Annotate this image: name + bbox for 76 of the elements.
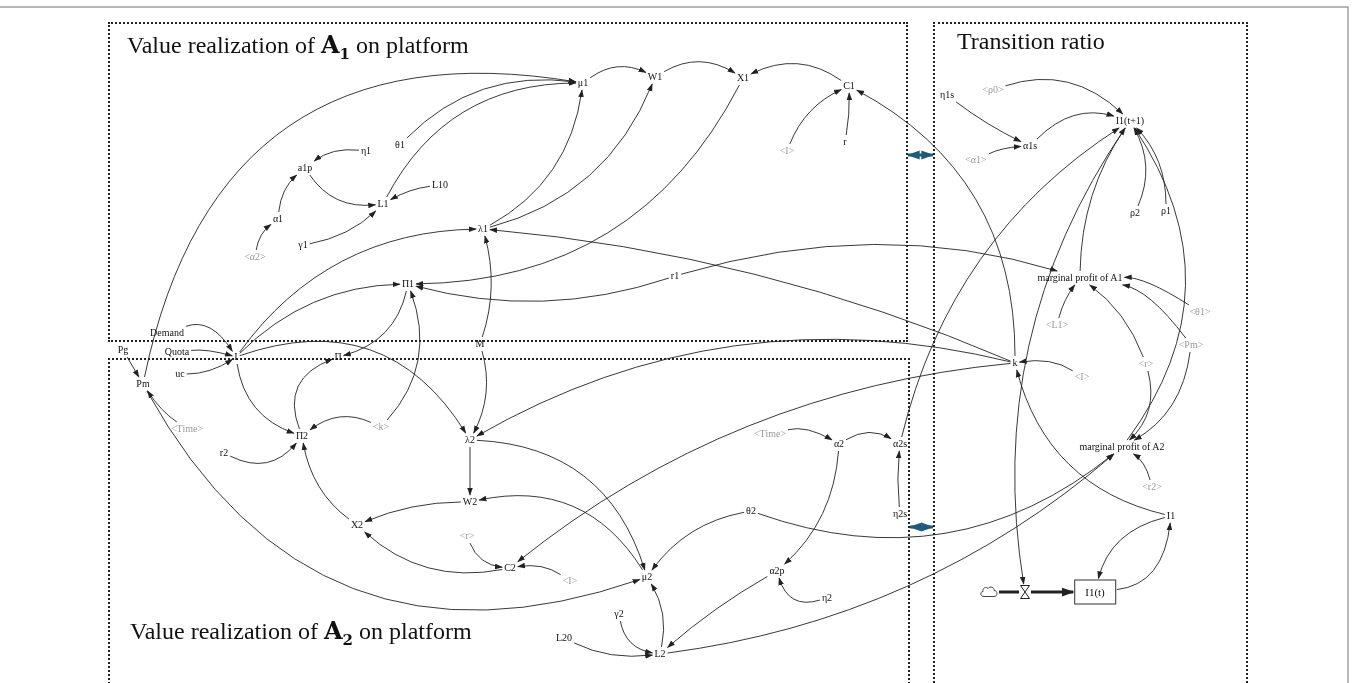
- variable-label: L20: [554, 632, 574, 644]
- variable-label: uc: [174, 368, 186, 380]
- variable-label: Π2: [294, 430, 310, 442]
- variable-label: λ2: [464, 434, 476, 446]
- variable-label: marginal profit of A1: [1036, 272, 1124, 284]
- variable-label: Quota: [163, 346, 191, 358]
- shadow-variable-label: <k>: [371, 421, 391, 433]
- shadow-variable-label: <Pm>: [1177, 339, 1205, 351]
- shadow-variable-label: <θ1>: [1188, 306, 1212, 318]
- variable-label: r: [842, 136, 848, 148]
- variable-label: L10: [430, 179, 450, 191]
- group-title: Transition ratio: [957, 28, 1105, 55]
- variable-label: W2: [461, 496, 479, 508]
- variable-label: Pm: [135, 378, 151, 390]
- connector-line: [999, 590, 1019, 594]
- variable-label: k: [1011, 357, 1019, 369]
- variable-label: μ1: [576, 77, 590, 89]
- variable-label: θ2: [745, 505, 757, 517]
- shadow-variable-label: <α1>: [964, 154, 988, 166]
- valve-icon: [1020, 585, 1030, 599]
- variable-label: I1(t+1): [1114, 115, 1146, 127]
- variable-label: ρ1: [1160, 205, 1172, 217]
- variable-label: α1s: [1021, 140, 1039, 152]
- variable-label: α2p: [768, 565, 786, 577]
- shadow-variable-label: <I>: [561, 575, 579, 587]
- group-frame: [108, 22, 908, 342]
- variable-label: C2: [503, 562, 517, 574]
- variable-label: ρ2: [1129, 207, 1141, 219]
- group-frame: [933, 22, 1248, 683]
- variable-label: Π1: [400, 278, 416, 290]
- variable-label: η2: [820, 592, 834, 604]
- group-title: Value realization of A$_{1}$ on platform: [127, 30, 469, 63]
- variable-label: marginal profit of A2: [1078, 441, 1166, 453]
- variable-label: W1: [646, 71, 664, 83]
- variable-label: λ1: [477, 223, 489, 235]
- variable-label: α1: [271, 213, 285, 225]
- variable-label: X2: [349, 519, 365, 531]
- shadow-variable-label: <α2>: [243, 251, 267, 263]
- variable-label: Π: [333, 351, 343, 363]
- stock-box: I1(t): [1074, 579, 1116, 605]
- variable-label: α2: [832, 438, 846, 450]
- variable-label: M: [474, 338, 486, 350]
- arrow: [1031, 587, 1075, 597]
- variable-label: η1s: [938, 89, 956, 101]
- variable-label: μ2: [640, 571, 654, 583]
- shadow-variable-label: <L1>: [1044, 319, 1070, 331]
- arrow: [906, 150, 935, 160]
- shadow-variable-label: <I>: [1073, 371, 1091, 383]
- group-title: Value realization of A$_{2}$ on platform: [130, 616, 472, 649]
- variable-label: r1: [669, 270, 681, 282]
- variable-label: L2: [653, 648, 667, 660]
- variable-label: γ2: [613, 608, 625, 620]
- variable-label: I: [233, 351, 239, 363]
- variable-label: η2s: [891, 508, 909, 520]
- shadow-variable-label: <r2>: [1141, 481, 1163, 493]
- shadow-variable-label: <r>: [1137, 358, 1155, 370]
- shadow-variable-label: <r>: [458, 530, 476, 542]
- group-frame: [108, 358, 910, 683]
- variable-label: α2s: [891, 438, 909, 450]
- variable-label: Pg: [116, 344, 130, 356]
- arrow: [908, 522, 935, 532]
- variable-label: θ1: [394, 139, 406, 151]
- cloud-icon: [980, 585, 998, 599]
- variable-label: C1: [842, 80, 856, 92]
- variable-label: a1p: [296, 162, 314, 174]
- variable-label: X1: [735, 72, 751, 84]
- variable-label: I1: [1165, 510, 1177, 522]
- variable-label: Demand: [149, 327, 185, 339]
- shadow-variable-label: <Time>: [753, 428, 787, 440]
- shadow-variable-label: <I>: [778, 145, 796, 157]
- shadow-variable-label: <Time>: [170, 423, 204, 435]
- variable-label: γ1: [297, 239, 309, 251]
- variable-label: r2: [218, 447, 230, 459]
- variable-label: η1: [359, 145, 373, 157]
- variable-label: L1: [376, 198, 390, 210]
- shadow-variable-label: <ρ0>: [981, 84, 1005, 96]
